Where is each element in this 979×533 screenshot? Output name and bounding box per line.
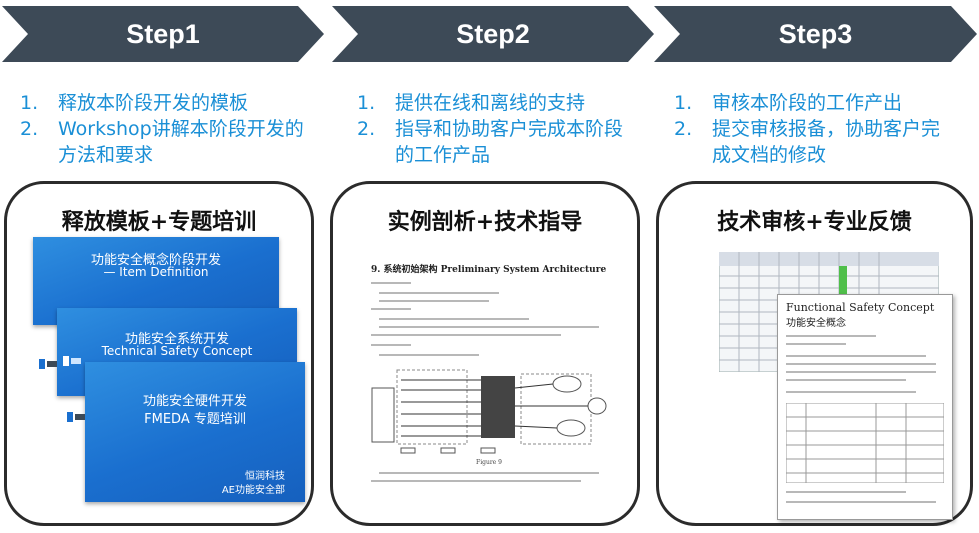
chevron-shape — [332, 6, 654, 62]
company-logo-icon — [67, 412, 85, 422]
department-name: AE功能安全部 — [221, 485, 285, 496]
doc-title: Functional Safety Concept — [786, 301, 935, 314]
list-item: 1. 审核本阶段的工作产出 — [674, 90, 954, 116]
step3-list: 1. 审核本阶段的工作产出 2. 提交审核报备，协助客户完成文档的修改 — [674, 90, 954, 168]
training-panel: 释放模板+专题培训 功能安全概念阶段开发 — Item Definition 功… — [4, 181, 314, 526]
item-text: Workshop讲解本阶段开发的方法和要求 — [58, 118, 304, 166]
review-panel: 技术审核+专业反馈 Functional Safety Concept 功能安全… — [656, 181, 973, 526]
step3-label: Step3 — [778, 19, 853, 49]
architecture-diagram — [371, 369, 607, 454]
item-text: 释放本阶段开发的模板 — [58, 92, 249, 114]
slide-footer: 恒润科技 AE功能安全部 — [222, 470, 285, 498]
doc-subtitle: 功能安全概念 — [786, 318, 846, 329]
item-number: 2. — [20, 118, 39, 140]
item-text: 提交审核报备，协助客户完成文档的修改 — [712, 118, 941, 166]
slide-subtitle: FMEDA 专题培训 — [144, 412, 246, 427]
item-text: 指导和协助客户完成本阶段的工作产品 — [395, 118, 624, 166]
safety-concept-document: Functional Safety Concept 功能安全概念 — [777, 294, 953, 520]
list-item: 2. 提交审核报备，协助客户完成文档的修改 — [674, 116, 954, 168]
slide-title: 功能安全概念阶段开发 — [90, 253, 221, 268]
company-logo-icon — [63, 356, 81, 366]
item-number: 1. — [357, 92, 376, 114]
step2-list: 1. 提供在线和离线的支持 2. 指导和协助客户完成本阶段的工作产品 — [357, 90, 637, 168]
item-text: 审核本阶段的工作产出 — [712, 92, 903, 114]
slide-title: 功能安全硬件开发 — [142, 394, 247, 409]
item-number: 1. — [674, 92, 693, 114]
step3-chevron: Step3 — [654, 6, 977, 62]
item-number: 2. — [357, 118, 376, 140]
panel-title: 技术审核+专业反馈 — [717, 209, 912, 235]
chevron-shape — [2, 6, 324, 62]
example-document: 9. 系统初始架构 Preliminary System Architectur… — [371, 262, 607, 512]
list-item: 1. 释放本阶段开发的模板 — [20, 90, 305, 116]
company-name: 恒润科技 — [245, 471, 285, 482]
step1-list: 1. 释放本阶段开发的模板 2. Workshop讲解本阶段开发的方法和要求 — [20, 90, 305, 168]
item-text: 提供在线和离线的支持 — [395, 92, 586, 114]
item-number: 1. — [20, 92, 39, 114]
doc-heading: 9. 系统初始架构 Preliminary System Architectur… — [371, 265, 607, 275]
step2-chevron: Step2 — [332, 6, 654, 62]
slide-subtitle: Technical Safety Concept — [101, 344, 253, 358]
slide-subtitle: — Item Definition — [103, 265, 209, 279]
list-item: 2. 指导和协助客户完成本阶段的工作产品 — [357, 116, 637, 168]
panel-title: 释放模板+专题培训 — [61, 209, 257, 235]
doc-table — [786, 403, 944, 483]
slide-title: 功能安全系统开发 — [124, 332, 229, 347]
figure-caption: Figure 9 — [476, 459, 502, 466]
step1-label: Step1 — [126, 19, 200, 49]
chevron-shape — [654, 6, 977, 62]
guidance-panel: 实例剖析+技术指导 9. 系统初始架构 Preliminary System A… — [330, 181, 640, 526]
slide-fmeda: 功能安全硬件开发 FMEDA 专题培训 恒润科技 AE功能安全部 — [85, 362, 305, 502]
step1-chevron: Step1 — [2, 6, 324, 62]
company-logo-icon — [39, 359, 57, 369]
item-number: 2. — [674, 118, 693, 140]
list-item: 2. Workshop讲解本阶段开发的方法和要求 — [20, 116, 305, 168]
list-item: 1. 提供在线和离线的支持 — [357, 90, 637, 116]
panel-title: 实例剖析+技术指导 — [387, 209, 583, 235]
step2-label: Step2 — [456, 19, 530, 49]
